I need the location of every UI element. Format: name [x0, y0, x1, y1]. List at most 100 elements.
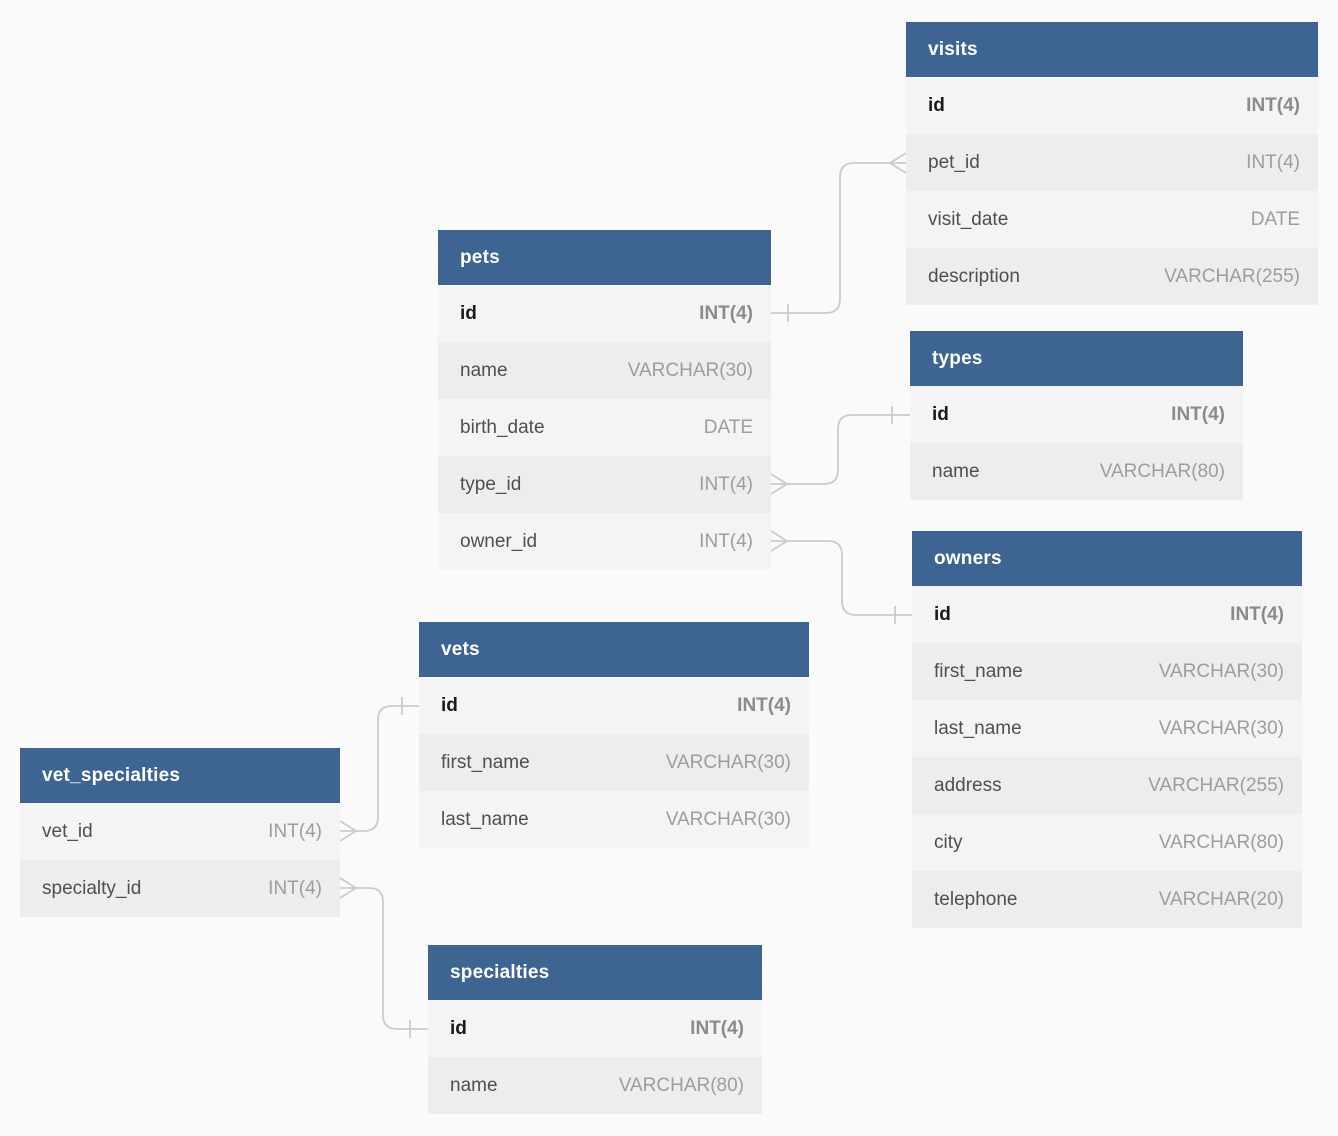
field-row-pets-type_id[interactable]: type_id INT(4) — [438, 456, 771, 513]
field-row-visits-visit_date[interactable]: visit_date DATE — [906, 191, 1318, 248]
many-cardinality-crowfoot — [770, 530, 788, 552]
field-row-visits-id[interactable]: id INT(4) — [906, 77, 1318, 134]
field-row-owners-first_name[interactable]: first_name VARCHAR(30) — [912, 643, 1302, 700]
field-type: VARCHAR(80) — [1158, 831, 1284, 853]
field-type: INT(4) — [699, 530, 753, 552]
table-title: types — [932, 347, 983, 369]
field-type: DATE — [703, 416, 753, 438]
field-name: name — [460, 359, 508, 381]
field-name: specialty_id — [42, 877, 142, 899]
field-row-visits-description[interactable]: description VARCHAR(255) — [906, 248, 1318, 305]
field-name: telephone — [934, 888, 1018, 910]
field-type: VARCHAR(255) — [1148, 774, 1284, 796]
table-vet_specialties: vet_specialties vet_id INT(4) specialty_… — [20, 748, 340, 917]
field-row-pets-owner_id[interactable]: owner_id INT(4) — [438, 513, 771, 570]
field-name: id — [450, 1017, 467, 1039]
field-row-pets-id[interactable]: id INT(4) — [438, 285, 771, 342]
field-row-pets-birth_date[interactable]: birth_date DATE — [438, 399, 771, 456]
field-name: pet_id — [928, 151, 980, 173]
field-type: VARCHAR(30) — [665, 808, 791, 830]
field-row-vet_specialties-vet_id[interactable]: vet_id INT(4) — [20, 803, 340, 860]
field-name: vet_id — [42, 820, 93, 842]
field-name: id — [441, 694, 458, 716]
table-specialties-header[interactable]: specialties — [428, 945, 762, 1000]
field-type: INT(4) — [699, 473, 753, 495]
table-vet_specialties-header[interactable]: vet_specialties — [20, 748, 340, 803]
table-title: vets — [441, 638, 480, 660]
field-name: name — [450, 1074, 498, 1096]
field-row-visits-pet_id[interactable]: pet_id INT(4) — [906, 134, 1318, 191]
table-vets: vets id INT(4) first_name VARCHAR(30) la… — [419, 622, 809, 848]
relationship-pets-visits[interactable] — [771, 152, 907, 322]
field-type: INT(4) — [699, 302, 753, 324]
field-name: city — [934, 831, 963, 853]
table-specialties: specialties id INT(4) name VARCHAR(80) — [428, 945, 762, 1114]
field-name: last_name — [934, 717, 1022, 739]
relationship-specialties-vet_specialties[interactable] — [339, 877, 428, 1038]
field-row-types-name[interactable]: name VARCHAR(80) — [910, 443, 1243, 500]
field-name: id — [928, 94, 945, 116]
field-type: VARCHAR(30) — [627, 359, 753, 381]
field-name: id — [460, 302, 477, 324]
field-type: DATE — [1250, 208, 1300, 230]
table-pets: pets id INT(4) name VARCHAR(30) birth_da… — [438, 230, 771, 570]
table-owners-header[interactable]: owners — [912, 531, 1302, 586]
field-name: birth_date — [460, 416, 545, 438]
table-title: vet_specialties — [42, 764, 181, 786]
field-row-owners-last_name[interactable]: last_name VARCHAR(30) — [912, 700, 1302, 757]
many-cardinality-crowfoot — [770, 473, 788, 495]
table-owners: owners id INT(4) first_name VARCHAR(30) … — [912, 531, 1302, 928]
table-title: owners — [934, 547, 1002, 569]
field-type: VARCHAR(80) — [618, 1074, 744, 1096]
field-name: first_name — [934, 660, 1023, 682]
field-type: INT(4) — [1246, 151, 1300, 173]
field-row-owners-id[interactable]: id INT(4) — [912, 586, 1302, 643]
field-type: INT(4) — [1230, 603, 1284, 625]
field-row-owners-telephone[interactable]: telephone VARCHAR(20) — [912, 871, 1302, 928]
field-type: VARCHAR(20) — [1158, 888, 1284, 910]
field-row-vets-id[interactable]: id INT(4) — [419, 677, 809, 734]
many-cardinality-crowfoot — [889, 152, 907, 174]
table-title: visits — [928, 38, 978, 60]
table-title: specialties — [450, 961, 550, 983]
table-pets-header[interactable]: pets — [438, 230, 771, 285]
field-type: INT(4) — [690, 1017, 744, 1039]
table-visits-header[interactable]: visits — [906, 22, 1318, 77]
field-name: first_name — [441, 751, 530, 773]
field-row-vets-last_name[interactable]: last_name VARCHAR(30) — [419, 791, 809, 848]
field-name: type_id — [460, 473, 522, 495]
field-type: INT(4) — [737, 694, 791, 716]
field-row-pets-name[interactable]: name VARCHAR(30) — [438, 342, 771, 399]
table-visits: visits id INT(4) pet_id INT(4) visit_dat… — [906, 22, 1318, 305]
field-name: last_name — [441, 808, 529, 830]
field-name: name — [932, 460, 980, 482]
field-type: INT(4) — [1246, 94, 1300, 116]
table-vets-header[interactable]: vets — [419, 622, 809, 677]
field-name: id — [934, 603, 951, 625]
field-name: id — [932, 403, 949, 425]
field-type: VARCHAR(30) — [1158, 717, 1284, 739]
field-row-owners-city[interactable]: city VARCHAR(80) — [912, 814, 1302, 871]
field-type: INT(4) — [1171, 403, 1225, 425]
field-row-vets-first_name[interactable]: first_name VARCHAR(30) — [419, 734, 809, 791]
field-row-types-id[interactable]: id INT(4) — [910, 386, 1243, 443]
relationship-owners-pets[interactable] — [770, 530, 912, 624]
field-name: description — [928, 265, 1020, 287]
relationship-types-pets[interactable] — [770, 406, 910, 495]
field-type: VARCHAR(30) — [665, 751, 791, 773]
field-row-owners-address[interactable]: address VARCHAR(255) — [912, 757, 1302, 814]
many-cardinality-crowfoot — [339, 820, 357, 842]
field-name: visit_date — [928, 208, 1009, 230]
table-types-header[interactable]: types — [910, 331, 1243, 386]
field-row-specialties-name[interactable]: name VARCHAR(80) — [428, 1057, 762, 1114]
field-row-specialties-id[interactable]: id INT(4) — [428, 1000, 762, 1057]
field-type: INT(4) — [268, 877, 322, 899]
table-types: types id INT(4) name VARCHAR(80) — [910, 331, 1243, 500]
many-cardinality-crowfoot — [339, 877, 357, 899]
relationship-vets-vet_specialties[interactable] — [339, 697, 419, 842]
field-row-vet_specialties-specialty_id[interactable]: specialty_id INT(4) — [20, 860, 340, 917]
field-type: INT(4) — [268, 820, 322, 842]
field-type: VARCHAR(80) — [1099, 460, 1225, 482]
